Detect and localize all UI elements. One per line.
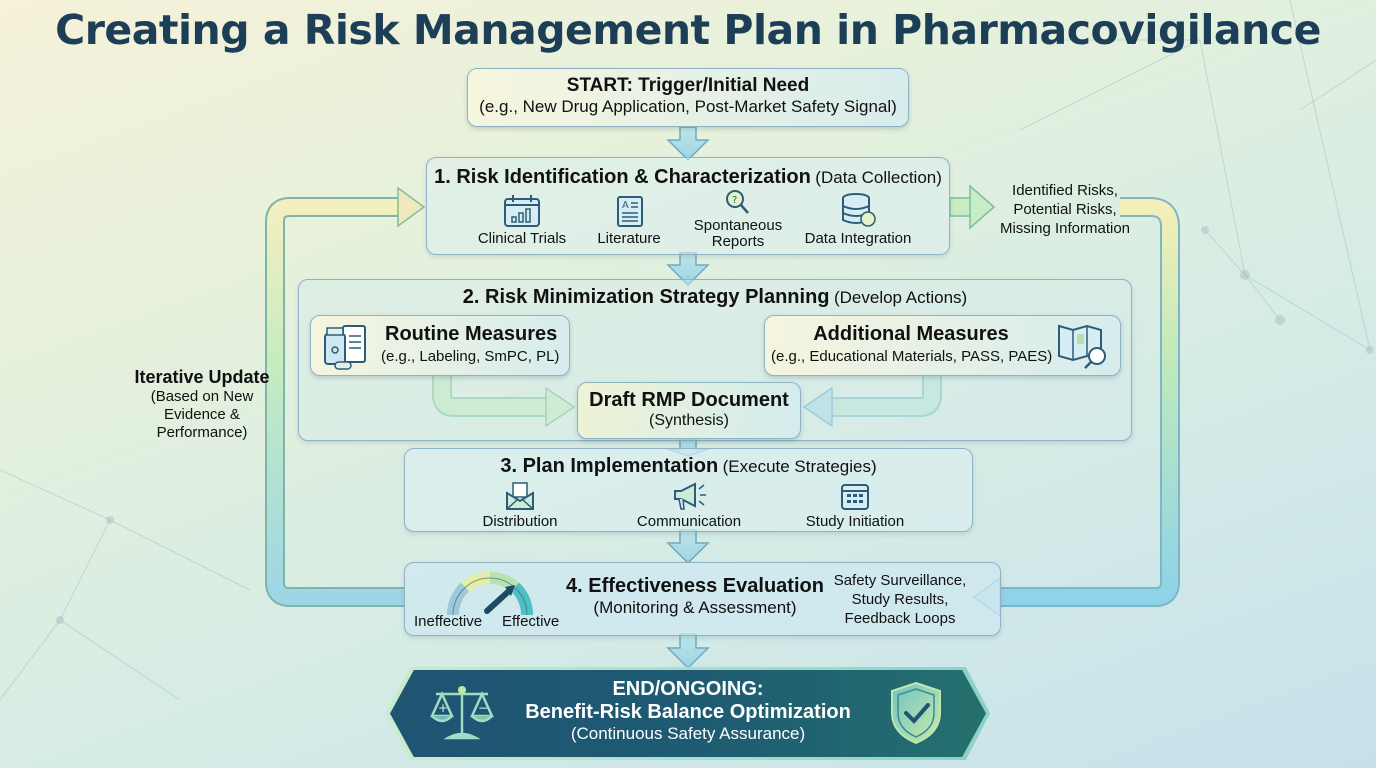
svg-text:A: A: [622, 200, 629, 211]
end-line2: Benefit-Risk Balance Optimization: [525, 701, 851, 723]
step3-heading: 3. Plan Implementation: [500, 455, 719, 477]
calendar-chart-icon: [504, 195, 540, 227]
step1-box: 1. Risk Identification & Characterizatio…: [426, 157, 950, 255]
routine-measures-heading: Routine Measures: [385, 323, 558, 345]
step1-item-label: Literature: [597, 230, 661, 247]
start-heading: START: Trigger/Initial Need: [566, 75, 810, 96]
step1-item-label: Data Integration: [804, 230, 912, 247]
step1-item-data-integration: Data Integration: [793, 192, 923, 247]
step4-inputs-note: Safety Surveillance, Study Results, Feed…: [825, 571, 975, 628]
step3-item-distribution: Distribution: [465, 481, 575, 530]
output-line: Identified Risks,: [1012, 182, 1118, 199]
iterative-line: Evidence &: [164, 406, 240, 423]
step3-box: 3. Plan Implementation (Execute Strategi…: [404, 448, 973, 532]
svg-text:?: ?: [732, 195, 737, 206]
start-detail: (e.g., New Drug Application, Post-Market…: [479, 97, 897, 116]
database-icon: [842, 193, 876, 227]
svg-text:+: +: [438, 701, 448, 715]
megaphone-icon: [674, 482, 706, 510]
calendar-icon: [841, 484, 869, 510]
step3-item-communication: Communication: [629, 481, 749, 530]
end-text: END/ONGOING: Benefit-Risk Balance Optimi…: [490, 678, 886, 744]
end-line3: (Continuous Safety Assurance): [570, 724, 806, 743]
step1-output-note: Identified Risks, Potential Risks, Missi…: [990, 181, 1140, 238]
input-line: Study Results,: [851, 591, 949, 608]
step4-qualifier: (Monitoring & Assessment): [593, 598, 797, 617]
input-line: Feedback Loops: [844, 610, 956, 627]
end-line1: END/ONGOING:: [612, 678, 764, 700]
step4-box: Ineffective Effective 4. Effectiveness E…: [404, 562, 1001, 636]
step1-item-label: Spontaneous Reports: [693, 217, 783, 250]
envelope-icon: [506, 482, 534, 510]
balance-scale-icon: + −: [430, 686, 494, 740]
step1-item-spontaneous-reports: ? Spontaneous Reports: [683, 188, 793, 250]
brochure-magnifier-icon: [1058, 324, 1106, 369]
gauge-low-label: Ineffective: [414, 613, 483, 630]
shield-check-icon: [891, 681, 941, 745]
routine-measures-detail: (e.g., Labeling, SmPC, PL): [381, 348, 560, 365]
step3-qualifier: (Execute Strategies): [722, 457, 877, 476]
step1-qualifier: (Data Collection): [815, 168, 942, 187]
iterative-update-label: Iterative Update (Based on New Evidence …: [122, 367, 282, 442]
output-line: Missing Information: [999, 220, 1131, 237]
step2-qualifier: (Develop Actions): [833, 288, 968, 307]
step1-item-label: Clinical Trials: [477, 230, 567, 247]
additional-measures-heading: Additional Measures: [813, 323, 1009, 345]
svg-text:−: −: [478, 701, 488, 715]
end-box: [390, 670, 986, 757]
draft-rmp-heading: Draft RMP Document: [589, 389, 789, 411]
page-title: Creating a Risk Management Plan in Pharm…: [55, 6, 1321, 54]
step1-heading: 1. Risk Identification & Characterizatio…: [434, 166, 811, 188]
document-icon: A: [617, 196, 643, 227]
step4-heading: 4. Effectiveness Evaluation: [566, 575, 824, 597]
output-line: Potential Risks,: [1013, 201, 1117, 218]
iterative-line: (Based on New: [150, 388, 254, 405]
iterative-line: Performance): [156, 424, 248, 441]
iterative-heading: Iterative Update: [134, 367, 270, 387]
medicine-bottle-document-icon: [324, 325, 366, 370]
draft-rmp-detail: (Synthesis): [648, 412, 730, 429]
step3-item-label: Distribution: [482, 513, 558, 530]
additional-measures-box: Additional Measures (e.g., Educational M…: [764, 315, 1121, 376]
routine-measures-box: Routine Measures (e.g., Labeling, SmPC, …: [310, 315, 570, 376]
draft-rmp-box: Draft RMP Document (Synthesis): [577, 382, 801, 439]
gauge-high-label: Effective: [502, 613, 560, 630]
step1-item-clinical-trials: Clinical Trials: [467, 194, 577, 247]
step3-item-study-initiation: Study Initiation: [790, 481, 920, 530]
additional-measures-detail: (e.g., Educational Materials, PASS, PAES…: [771, 348, 1053, 365]
step3-item-label: Study Initiation: [805, 513, 905, 530]
magnifier-icon: ?: [726, 190, 749, 214]
gauge-icon: [447, 572, 533, 616]
step3-item-label: Communication: [636, 513, 742, 530]
start-box: START: Trigger/Initial Need (e.g., New D…: [467, 68, 909, 127]
step1-item-literature: A Literature: [579, 194, 679, 247]
input-line: Safety Surveillance,: [833, 572, 967, 589]
step2-heading: 2. Risk Minimization Strategy Planning: [462, 286, 830, 308]
